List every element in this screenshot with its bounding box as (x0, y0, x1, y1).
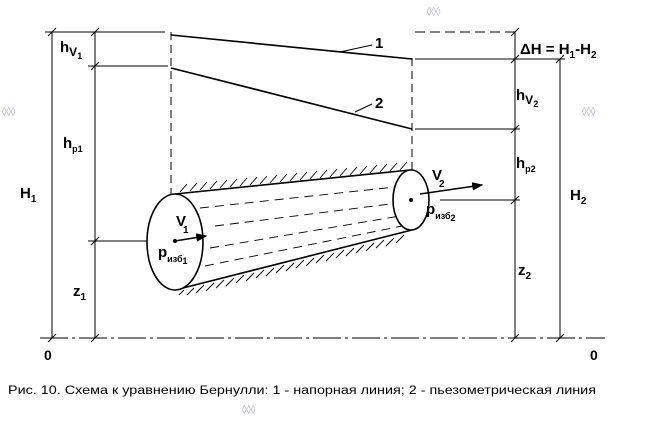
tick (510, 333, 520, 343)
label-z1: z1 (73, 283, 87, 303)
piezometric-line (170, 67, 413, 130)
pipe-wall-hatch-top (179, 161, 408, 192)
tick (510, 124, 520, 134)
watermark-top: ◊◊◊ (427, 6, 441, 17)
tick (90, 61, 100, 71)
watermark-left: ◊◊◊ (2, 106, 16, 117)
watermark-right: ◊◊◊ (582, 106, 596, 117)
tick (47, 27, 57, 37)
tick (555, 54, 565, 64)
label-zero-left: 0 (44, 347, 52, 363)
label-delta-H: ΔH = H1-H2 (520, 41, 597, 61)
tick (510, 54, 520, 64)
label-hv2: hV2 (516, 87, 538, 109)
velocity-arrow-1 (174, 233, 208, 242)
pipe-top-edge (174, 169, 411, 195)
label-hp1: hp1 (63, 135, 83, 154)
tick (510, 27, 520, 37)
label-H2: H2 (570, 187, 587, 207)
label-zero-right: 0 (590, 347, 598, 363)
label-line-2: 2 (375, 95, 383, 112)
tick (90, 333, 100, 343)
label-H1: H1 (20, 185, 37, 205)
leader-1 (339, 44, 373, 53)
label-p1: pизб1 (158, 244, 188, 266)
pipe-wall-hatch-bottom (178, 234, 405, 295)
section-2-center (409, 198, 413, 202)
tick (510, 195, 520, 205)
figure-caption: Рис. 10. Схема к уравнению Бернулли: 1 -… (8, 385, 596, 397)
watermark-bottom: ◊◊◊ (242, 404, 256, 415)
label-z2: z2 (518, 262, 532, 282)
energy-line (170, 34, 413, 60)
velocity-arrow-2 (419, 182, 484, 195)
leader-2 (354, 103, 373, 113)
tick (555, 333, 565, 343)
flow-lines (199, 186, 403, 267)
pipe-bottom-edge (174, 229, 413, 291)
label-line-1: 1 (375, 35, 383, 52)
tick (47, 333, 57, 343)
label-hp2: hp2 (516, 155, 536, 174)
tick (90, 236, 100, 246)
label-p2: pизб2 (426, 201, 456, 223)
label-hv1: hV1 (60, 39, 82, 61)
tick (90, 27, 100, 37)
